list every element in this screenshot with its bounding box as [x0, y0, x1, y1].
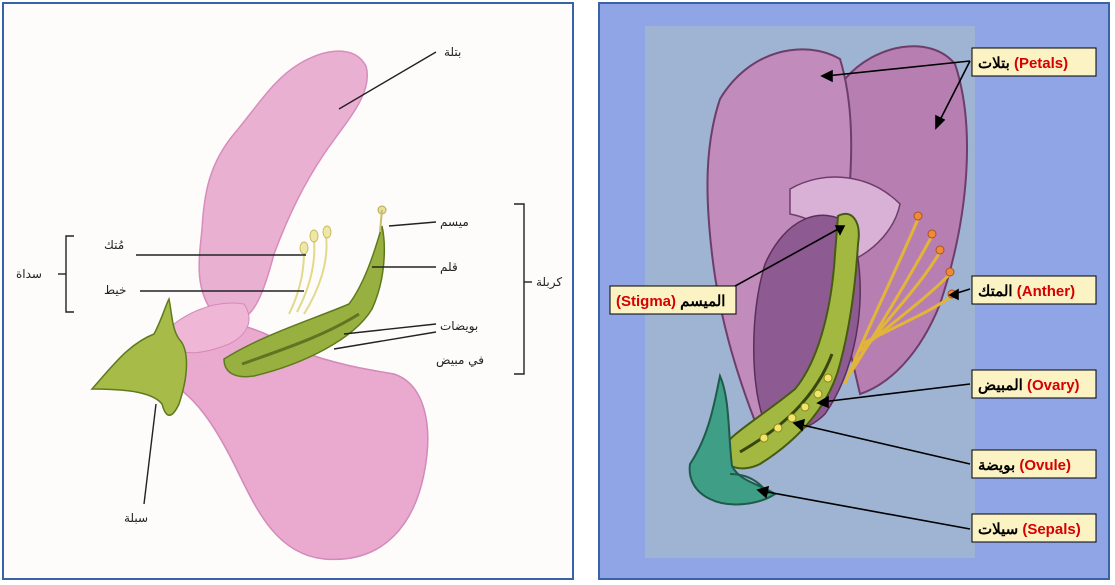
label-stigma: ميسم [440, 215, 469, 229]
label-ovules: بويضات [440, 319, 478, 334]
label-ovule: بويضة (Ovule) [972, 450, 1096, 478]
label-style: قلم [440, 260, 458, 274]
label-ovary: المبيض (Ovary) [972, 370, 1096, 398]
svg-text:بويضة (Ovule): بويضة (Ovule) [978, 457, 1071, 474]
label-stamen: سداة [16, 267, 42, 281]
label-sepal: سبلة [124, 511, 148, 525]
left-flower-illustration: بتلة ميسم قلم بويضات في مبيض كربلة مُتك … [4, 4, 574, 580]
upper-petal-shape [199, 51, 367, 314]
label-in-ovary: في مبيض [436, 353, 484, 368]
svg-text:بتلات (Petals): بتلات (Petals) [978, 55, 1068, 72]
svg-text:سيلات (Sepals): سيلات (Sepals) [978, 521, 1081, 538]
label-anther: مُتك [104, 238, 124, 252]
right-flower-diagram: بتلات (Petals) المتك (Anther) (Stigma) ا… [598, 2, 1110, 580]
label-petals: بتلات (Petals) [972, 48, 1096, 76]
label-stigma: (Stigma) الميسم [610, 286, 736, 314]
label-carpel: كربلة [536, 275, 562, 290]
svg-text:المبيض (Ovary): المبيض (Ovary) [978, 377, 1080, 394]
label-sepals: سيلات (Sepals) [972, 514, 1096, 542]
label-filament: خيط [104, 283, 126, 297]
left-flower-diagram: بتلة ميسم قلم بويضات في مبيض كربلة مُتك … [2, 2, 574, 580]
label-anther: المتك (Anther) [972, 276, 1096, 304]
svg-text:(Stigma) الميسم: (Stigma) الميسم [616, 293, 725, 310]
sepal-shape [92, 299, 187, 415]
svg-text:المتك (Anther): المتك (Anther) [978, 283, 1075, 300]
right-flower-illustration: بتلات (Petals) المتك (Anther) (Stigma) ا… [600, 4, 1110, 580]
label-petal: بتلة [444, 45, 461, 59]
